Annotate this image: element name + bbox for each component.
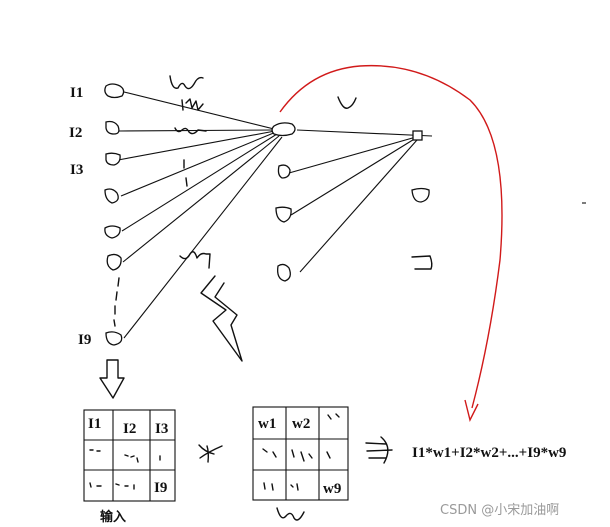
input-grid: I1 I2 I3 I9 <box>83 409 176 502</box>
connections-input-to-hidden <box>117 91 283 339</box>
output-nodes <box>411 130 433 270</box>
weight-grid-scribbles <box>263 482 299 491</box>
weight-grid-caption-scribble <box>276 507 305 521</box>
input-grid-cell-i2: I2 <box>123 421 136 437</box>
input-grid-cell-i3: I3 <box>155 421 168 437</box>
weight-scribble-3 <box>183 159 188 187</box>
input-node-6 <box>106 253 122 271</box>
watermark: CSDN @小宋加油啊 <box>440 503 559 518</box>
input-node-4 <box>104 188 119 204</box>
hidden-node-3 <box>275 206 292 223</box>
weight-scribble-9 <box>179 251 211 269</box>
connection-line <box>120 131 277 197</box>
input-grid-cell-i1: I1 <box>88 416 101 432</box>
connection-line <box>288 136 417 174</box>
input-nodes <box>104 83 125 346</box>
input-label-i1: I1 <box>70 85 83 101</box>
red-curved-arrow <box>279 64 503 409</box>
weight-grid: w1 w2 w9 <box>252 406 349 501</box>
weight-scribble-v <box>337 96 357 109</box>
weight-grid-cell-w1: w1 <box>258 416 276 432</box>
weight-scribble-1 <box>181 98 204 111</box>
connection-line <box>123 91 275 130</box>
output-node-1 <box>412 130 423 141</box>
connection-line <box>296 129 433 137</box>
input-grid-scribbles <box>89 449 161 463</box>
result-formula: I1*w1+I2*w2+...+I9*w9 <box>412 445 566 461</box>
input-label-i2: I2 <box>69 125 82 141</box>
hidden-node-4 <box>277 263 291 282</box>
weight-scribble-2 <box>174 127 207 135</box>
weight-grid-cell-w2: w2 <box>292 416 310 432</box>
input-node-9 <box>105 331 123 346</box>
input-grid-caption: 输入 <box>100 509 126 525</box>
connection-line <box>117 130 276 161</box>
connection-line <box>123 136 283 339</box>
connection-line <box>290 137 417 216</box>
input-label-i3: I3 <box>70 162 83 178</box>
weight-grid-scribbles <box>262 413 340 462</box>
connection-line <box>122 135 280 263</box>
red-arrow-head-icon <box>464 399 479 423</box>
hidden-nodes <box>271 122 296 282</box>
down-arrow-icon <box>99 359 125 399</box>
input-grid-scribbles <box>89 482 135 490</box>
connection-line <box>118 129 275 132</box>
input-grid-cell-i9: I9 <box>154 480 167 496</box>
input-node-1 <box>104 83 125 99</box>
connections-hidden-to-output <box>288 129 433 273</box>
connection-line <box>299 139 418 273</box>
input-node-3 <box>105 152 121 166</box>
output-node-3 <box>411 255 433 270</box>
input-node-2 <box>105 120 120 135</box>
hidden-node-2 <box>277 164 291 179</box>
convolution-operator-icon <box>198 444 223 463</box>
ellipsis-dots <box>113 277 120 327</box>
lightning-bolt-icon <box>200 275 243 362</box>
input-label-i9: I9 <box>78 332 91 348</box>
input-node-5 <box>104 225 121 239</box>
weight-scribble-w-top <box>169 75 204 90</box>
weight-grid-cell-w9: w9 <box>323 481 341 497</box>
connection-line <box>121 133 278 232</box>
result-arrow-icon <box>365 436 393 464</box>
hidden-node-1 <box>271 122 296 137</box>
weight-grid-border <box>252 406 349 501</box>
output-node-2 <box>411 187 430 203</box>
